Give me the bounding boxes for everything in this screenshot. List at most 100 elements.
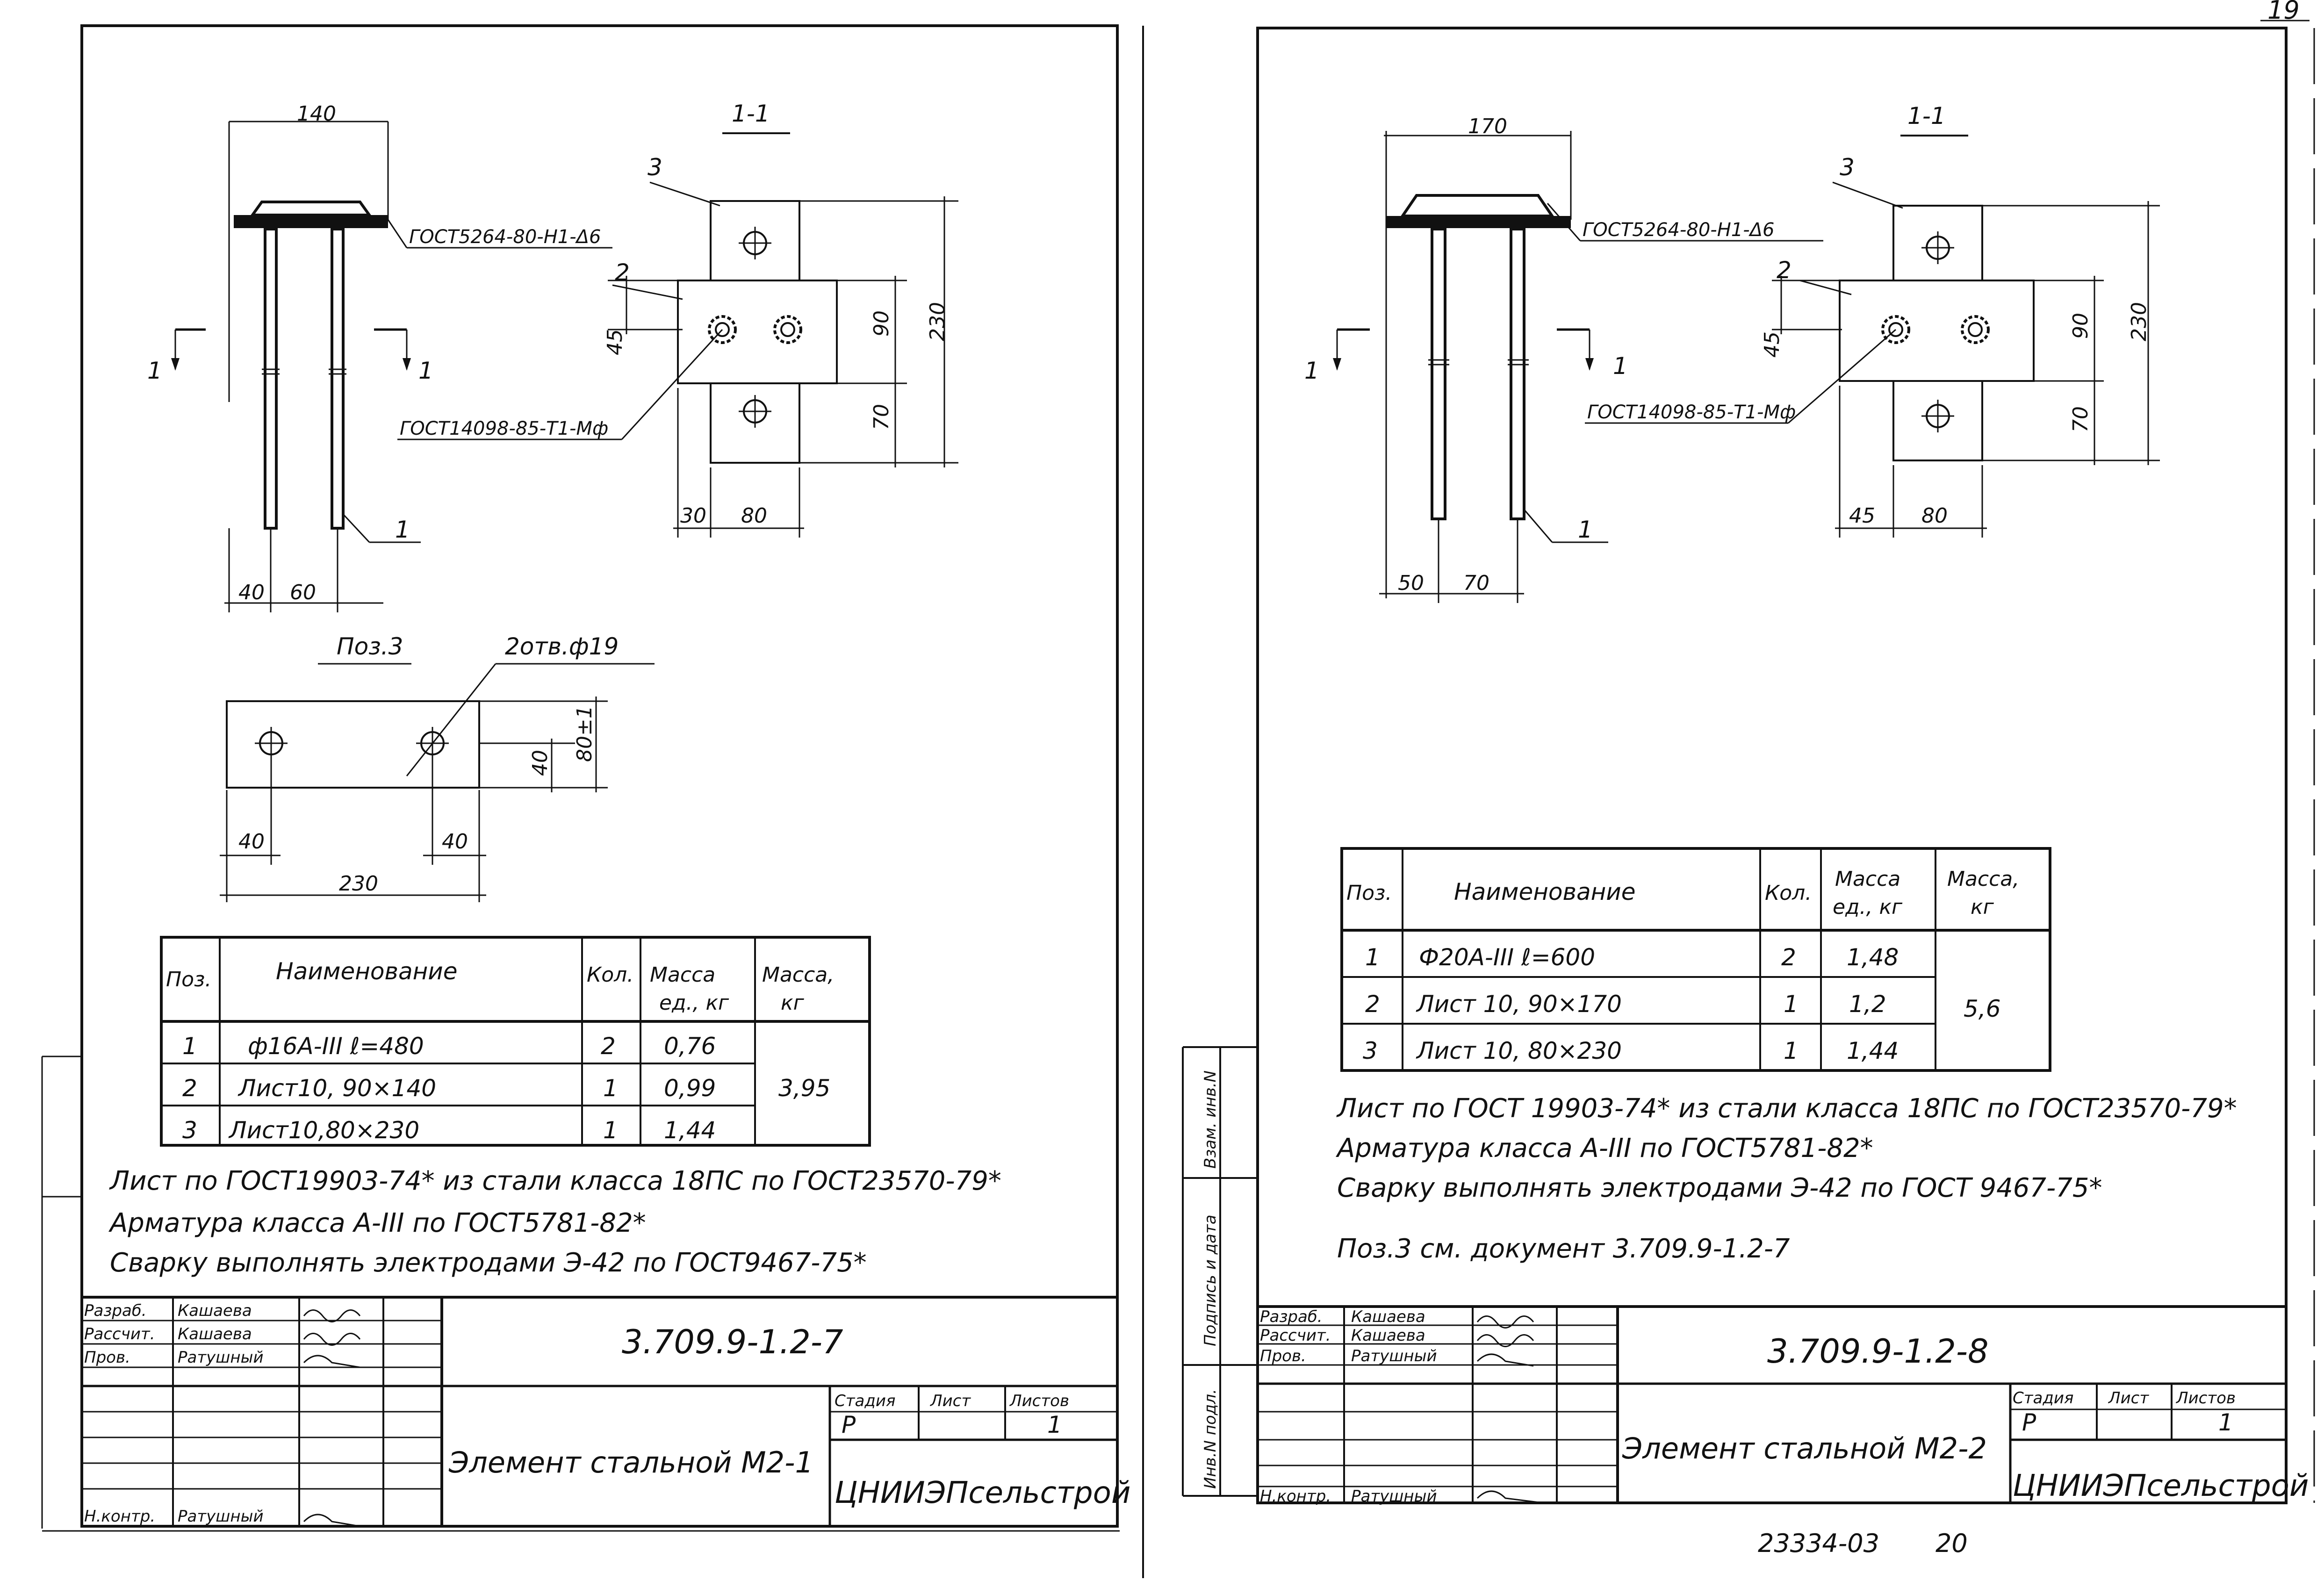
sheet-label: Лист <box>929 1392 971 1410</box>
org-name: ЦНИИЭПсельстрой <box>835 1476 1130 1510</box>
note-1: Лист по ГОСТ19903-74* из стали класса 18… <box>109 1166 1001 1196</box>
row2-mass: 0,99 <box>664 1075 716 1102</box>
sheets-label: Листов <box>2175 1389 2236 1408</box>
right-notes: Лист по ГОСТ 19903-74* из стали класса 1… <box>1336 1093 2237 1264</box>
th-mass-unit: Масса <box>650 963 715 987</box>
dim-bottom-a: 40 <box>238 581 265 604</box>
name-1: Кашаева <box>1351 1307 1425 1326</box>
row2-qty: 1 <box>1784 991 1799 1018</box>
name-3: Ратушный <box>1351 1347 1437 1365</box>
sheets-value: 1 <box>2218 1409 2233 1436</box>
stage-value: Р <box>2022 1409 2036 1436</box>
role-3: Пров. <box>84 1348 130 1367</box>
left-section: 1-1 3 2 ГОСТ14098-85-Т1-Мф <box>397 100 958 538</box>
sheet-label: Лист <box>2108 1389 2149 1408</box>
dim-bottom-b: 60 <box>290 581 316 604</box>
name-2: Кашаева <box>1351 1326 1425 1345</box>
section-mark-left: 1 <box>1304 357 1319 384</box>
role-4: Н.контр. <box>84 1507 155 1526</box>
row2-pos: 2 <box>1365 991 1380 1018</box>
th-mass-unit-2: ед., кг <box>1833 895 1903 919</box>
row3-qty: 1 <box>603 1117 618 1144</box>
row2-mass: 1,2 <box>1849 991 1886 1018</box>
name-2: Кашаева <box>178 1325 252 1343</box>
right-spec-table: Поз. Наименование Кол. Масса ед., кг Мас… <box>1340 847 2051 1072</box>
dim-bottom-a: 50 <box>1398 571 1424 595</box>
role-3: Пров. <box>1260 1347 1306 1365</box>
role-2: Рассчит. <box>1260 1326 1331 1345</box>
left-spec-table: Поз. Наименование Кол. Масса ед., кг Мас… <box>160 936 871 1147</box>
name-4: Ратушный <box>178 1507 264 1526</box>
note-3: Сварку выполнять электродами Э-42 по ГОС… <box>1337 1173 2102 1203</box>
name-4: Ратушный <box>1351 1487 1437 1506</box>
pos3-title: Поз.3 <box>337 633 403 660</box>
role-2: Рассчит. <box>84 1325 155 1343</box>
left-title-block: Разраб. Рассчит. Пров. Н.контр. Кашаева … <box>80 1296 1130 1528</box>
th-qty: Кол. <box>587 963 633 987</box>
th-qty: Кол. <box>1765 881 1812 905</box>
callout-2: 2 <box>615 259 630 286</box>
side-stamp-vzam: Взам. инв.N <box>1201 1070 1220 1169</box>
total-mass: 3,95 <box>778 1075 830 1102</box>
row3-qty: 1 <box>1784 1037 1799 1064</box>
dim-230: 230 <box>2127 302 2151 341</box>
row3-mass: 1,44 <box>664 1117 716 1144</box>
row2-pos: 2 <box>182 1075 197 1102</box>
section-mark-left: 1 <box>147 357 162 384</box>
org-name: ЦНИИЭПсельстрой <box>2013 1469 2309 1503</box>
row2-name: Лист10, 90×140 <box>237 1075 436 1102</box>
gost-weld-side: ГОСТ14098-85-Т1-Мф <box>1587 402 1796 423</box>
th-mass-unit: Масса <box>1835 867 1900 891</box>
left-notes: Лист по ГОСТ19903-74* из стали класса 18… <box>108 1166 1001 1278</box>
dim-90: 90 <box>2069 313 2093 339</box>
left-pos3: Поз.3 2отв.ф19 40 80±1 40 <box>220 633 655 902</box>
stage-value: Р <box>842 1411 856 1438</box>
row3-name: Лист 10, 80×230 <box>1416 1037 1622 1064</box>
note-1: Лист по ГОСТ 19903-74* из стали класса 1… <box>1336 1093 2237 1124</box>
callout-1: 1 <box>395 516 410 543</box>
row1-pos: 1 <box>1365 944 1380 971</box>
pos3-dim-40-v: 40 <box>528 750 552 776</box>
dim-width: 140 <box>297 102 336 126</box>
row1-name: Ф20А-III ℓ=600 <box>1419 944 1595 971</box>
sheets-label: Листов <box>1009 1392 1069 1410</box>
stage-label: Стадия <box>835 1392 895 1410</box>
row1-qty: 2 <box>601 1033 616 1060</box>
row1-mass: 1,48 <box>1847 944 1899 971</box>
dim-45: 45 <box>603 329 627 355</box>
section-title: 1-1 <box>732 100 770 127</box>
pos3-dim-40-a: 40 <box>238 830 265 854</box>
gost-weld-side: ГОСТ14098-85-Т1-Мф <box>400 418 608 439</box>
gost-weld-top: ГОСТ5264-80-Н1-Δ6 <box>1583 219 1774 241</box>
name-1: Кашаева <box>178 1301 252 1320</box>
dim-230: 230 <box>926 302 950 341</box>
callout-1: 1 <box>1578 516 1593 543</box>
dim-90: 90 <box>870 310 893 337</box>
row1-mass: 0,76 <box>664 1033 716 1060</box>
left-side-view: 140 ГОСТ5264-80-Н1-Δ6 1 40 60 <box>147 102 612 612</box>
pos3-dim-40-b: 40 <box>442 830 468 854</box>
dim-80: 80 <box>741 504 767 528</box>
name-3: Ратушный <box>178 1348 264 1367</box>
role-1: Разраб. <box>1260 1307 1323 1326</box>
note-2: Арматура класса А-III по ГОСТ5781-82* <box>1336 1133 1873 1163</box>
row2-qty: 1 <box>603 1075 618 1102</box>
th-pos: Поз. <box>1346 881 1392 905</box>
note-4: Поз.3 см. документ 3.709.9-1.2-7 <box>1337 1234 1790 1264</box>
dim-45: 45 <box>1760 331 1784 358</box>
pos3-dim-230: 230 <box>339 872 378 896</box>
th-name: Наименование <box>276 958 458 985</box>
pos3-holes: 2отв.ф19 <box>505 633 619 660</box>
dim-45b: 45 <box>1849 504 1875 528</box>
row3-mass: 1,44 <box>1847 1037 1899 1064</box>
row3-pos: 3 <box>1363 1037 1378 1064</box>
right-sheet: Инв.N подл. Подпись и дата Взам. инв.N 1… <box>1182 27 2315 1558</box>
doc-code: 3.709.9-1.2-8 <box>1767 1332 1989 1371</box>
section-title: 1-1 <box>1907 102 1946 129</box>
th-mass-total: Масса, <box>762 963 834 987</box>
dim-80: 80 <box>1921 504 1948 528</box>
callout-3: 3 <box>1840 154 1855 181</box>
th-mass-total-2: кг <box>1971 895 1994 919</box>
note-3: Сварку выполнять электродами Э-42 по ГОС… <box>110 1248 867 1278</box>
total-mass: 5,6 <box>1964 995 2001 1022</box>
